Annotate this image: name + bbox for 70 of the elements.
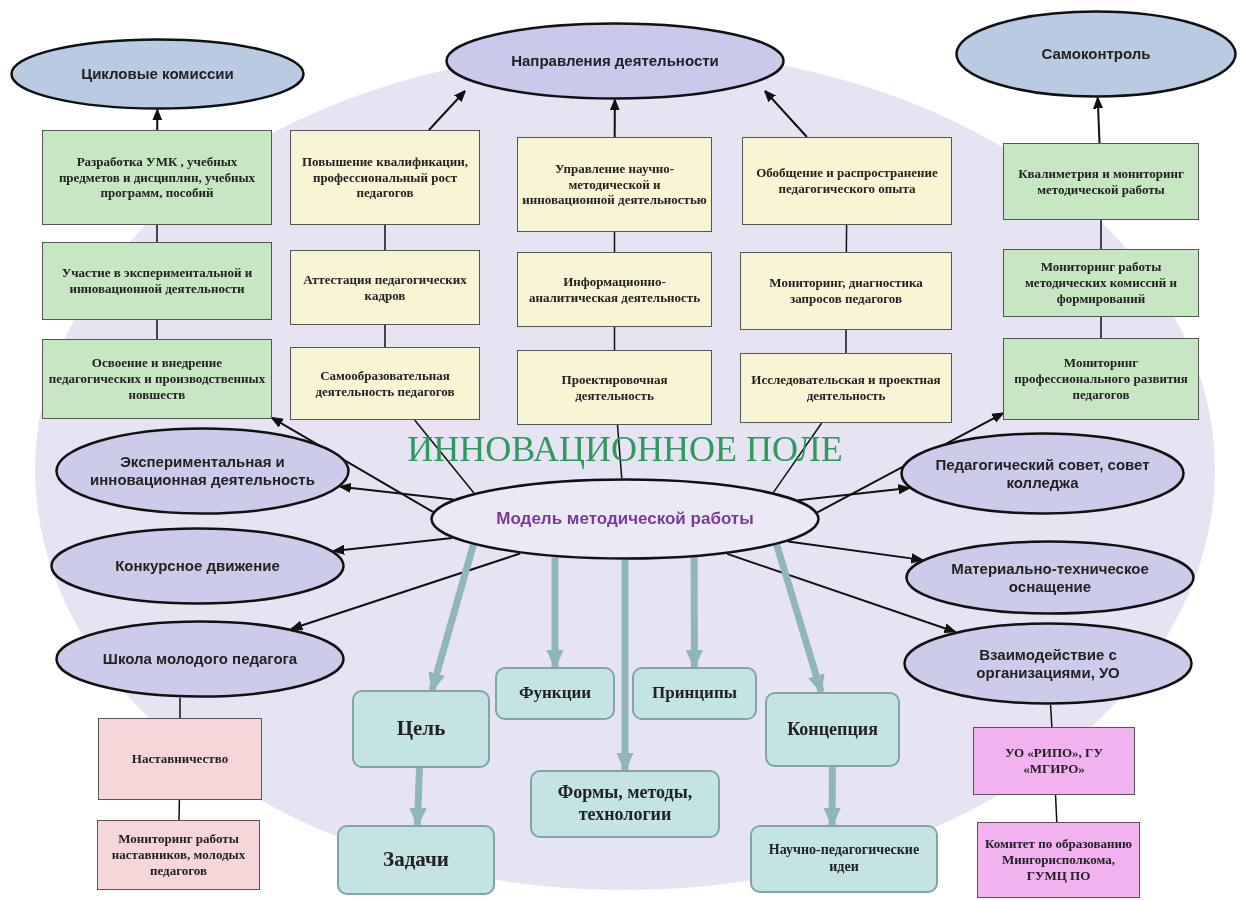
- block-arrow: [428, 543, 477, 692]
- connector-line: [845, 224, 848, 253]
- process-box: Мониторинг работы методических комиссий и формирований: [1003, 249, 1199, 317]
- process-box: Мониторинг профессионального развития педагогов: [1003, 338, 1199, 420]
- arrow: [609, 98, 620, 138]
- connector-line: [178, 799, 181, 821]
- process-box: Освоение и внедрение педагогических и производственных новшеств: [42, 339, 272, 419]
- rounded-box: Концепция: [765, 692, 900, 767]
- process-box: Участие в экспериментальной и инновационной деятельности: [42, 242, 272, 320]
- connector-line: [384, 224, 386, 251]
- connector-line: [384, 324, 386, 348]
- rounded-box: Задачи: [337, 825, 495, 895]
- process-box: Повышение квалификации, профессиональный рост педагогов: [290, 130, 480, 225]
- arrow: [339, 482, 455, 501]
- process-box: Мониторинг, диагностика запросов педагогов: [740, 252, 952, 330]
- block-arrow: [773, 543, 825, 694]
- oval-node: Материально-техническое оснащение: [905, 540, 1195, 615]
- oval-node: Взаимодействие с организациями, УО: [903, 622, 1193, 705]
- process-box: Информационно-аналитическая деятельность: [517, 252, 712, 327]
- block-arrow: [685, 557, 703, 669]
- process-box: Наставничество: [98, 718, 262, 800]
- connector-line: [1100, 219, 1102, 250]
- oval-node: Конкурсное движение: [50, 527, 345, 605]
- arrow: [797, 484, 911, 502]
- process-box: УО «РИПО», ГУ «МГИРО»: [973, 727, 1135, 795]
- process-box: Разработка УМК , учебных предметов и дисциплин, учебных программ, пособий: [42, 130, 272, 225]
- oval-node: Направления деятельности: [445, 22, 785, 100]
- connector-line: [1054, 794, 1058, 823]
- oval-node: Педагогический совет, совет колледжа: [900, 432, 1185, 515]
- oval-node: Цикловые комиссии: [10, 38, 305, 110]
- oval-node: Экспериментальная и инновационная деятельность: [55, 427, 350, 515]
- process-box: Управление научно-методической и инновационной деятельностью: [517, 137, 712, 232]
- rounded-box: Функции: [495, 667, 615, 720]
- process-box: Проектировочная деятельность: [517, 350, 712, 425]
- arrow: [290, 552, 522, 631]
- arrow: [271, 416, 434, 513]
- arrow: [332, 537, 454, 555]
- process-box: Исследовательская и проектная деятельность: [740, 353, 952, 423]
- block-arrow: [823, 766, 841, 827]
- block-arrow: [409, 767, 427, 827]
- connector-line: [1100, 316, 1102, 339]
- process-box: Квалиметрия и мониторинг методической работы: [1003, 143, 1199, 220]
- connector-line: [1049, 704, 1053, 728]
- arrow: [764, 90, 808, 138]
- process-box: Обобщение и распространение педагогического опыта: [742, 137, 952, 225]
- arrow: [787, 540, 924, 564]
- arrow: [816, 412, 1005, 514]
- connector-line: [156, 319, 158, 340]
- rounded-box: Цель: [352, 690, 490, 768]
- oval-node: Самоконтроль: [955, 10, 1237, 98]
- arrow: [726, 552, 956, 633]
- oval-node: Модель методической работы: [430, 478, 820, 560]
- process-box: Аттестация педагогических кадров: [290, 250, 480, 325]
- connector-line: [845, 329, 847, 354]
- rounded-box: Научно-педагогические идеи: [750, 825, 938, 893]
- connector-line: [156, 224, 158, 243]
- connector-line: [179, 696, 181, 719]
- connector-line: [613, 326, 616, 351]
- block-arrow: [616, 560, 634, 772]
- arrow: [427, 90, 466, 131]
- process-box: Самообразовательная деятельность педагогов: [290, 347, 480, 420]
- oval-node: Школа молодого педагога: [55, 620, 345, 698]
- rounded-box: Принципы: [632, 667, 757, 720]
- arrow: [152, 108, 163, 131]
- arrow: [1093, 96, 1104, 144]
- connector-line: [613, 231, 616, 253]
- rounded-box: Формы, методы, технологии: [530, 770, 720, 838]
- block-arrow: [546, 557, 564, 669]
- process-box: Мониторинг работы наставников, молодых педагогов: [97, 820, 260, 890]
- process-box: Комитет по образованию Мингорисполкома, ГУМЦ ПО: [977, 822, 1140, 898]
